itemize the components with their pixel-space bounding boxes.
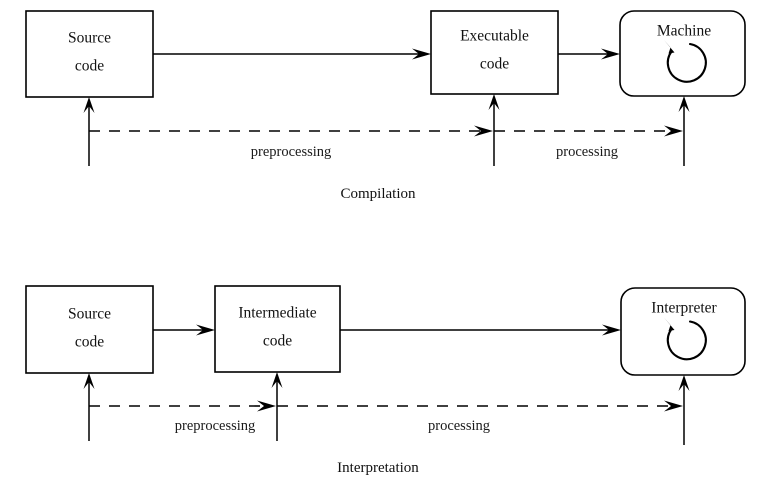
edge-label-preprocessing-top: preprocessing [251, 144, 332, 160]
node-intermediate-code-bottom-label-line2: code [263, 333, 292, 350]
edge-intermediate-to-interpreter-bottom-arrowhead-icon [602, 324, 621, 336]
node-source-code-top-label-line1: Source [68, 30, 111, 47]
input-line-source-code-bottom-arrowhead-icon [83, 373, 95, 389]
node-intermediate-code-bottom-label-line1: Intermediate [238, 305, 316, 322]
edge-source-to-intermediate-bottom-arrowhead-icon [196, 324, 215, 336]
edge-label-preprocessing-bottom: preprocessing [175, 418, 256, 434]
node-source-code-top-label-line2: code [75, 58, 104, 75]
caption-compilation: Compilation [341, 186, 417, 202]
dashed-edge-processing-top-arrowhead-icon [664, 125, 683, 137]
node-source-code-bottom-label-line1: Source [68, 306, 111, 323]
input-line-executable-code-top-arrowhead-icon [488, 94, 500, 110]
machine-loop-arrowhead-icon [664, 40, 675, 54]
edge-label-processing-bottom: processing [428, 418, 490, 434]
interpreter-loop-arrowhead-icon [664, 317, 675, 331]
node-source-code-top [25, 10, 154, 98]
caption-interpretation: Interpretation [337, 460, 419, 476]
node-source-code-bottom [25, 285, 154, 374]
node-executable-code-top-label-line1: Executable [460, 28, 529, 45]
node-machine-top-label: Machine [657, 23, 711, 40]
input-line-intermediate-code-bottom-arrowhead-icon [271, 372, 283, 388]
node-interpreter-bottom [620, 287, 746, 376]
node-machine-top [619, 10, 746, 97]
dashed-edge-processing-bottom-arrowhead-icon [664, 400, 683, 412]
node-intermediate-code-bottom [214, 285, 341, 373]
node-interpreter-bottom-label: Interpreter [651, 300, 717, 317]
machine-loop-arc-icon [666, 42, 707, 83]
edge-executable-to-machine-top-arrowhead-icon [601, 48, 620, 60]
edge-source-to-executable-top-arrowhead-icon [412, 48, 431, 60]
input-line-source-code-top-arrowhead-icon [83, 97, 95, 113]
input-line-interpreter-bottom-arrowhead-icon [678, 375, 690, 391]
input-line-machine-top-arrowhead-icon [678, 96, 690, 112]
dashed-edge-preprocessing-top-arrowhead-icon [474, 125, 493, 137]
interpreter-loop-arc-icon [666, 320, 707, 361]
node-executable-code-top [430, 10, 559, 95]
node-executable-code-top-label-line2: code [480, 56, 509, 73]
edge-label-processing-top: processing [556, 144, 618, 160]
node-source-code-bottom-label-line2: code [75, 334, 104, 351]
dashed-edge-preprocessing-bottom-arrowhead-icon [257, 400, 276, 412]
